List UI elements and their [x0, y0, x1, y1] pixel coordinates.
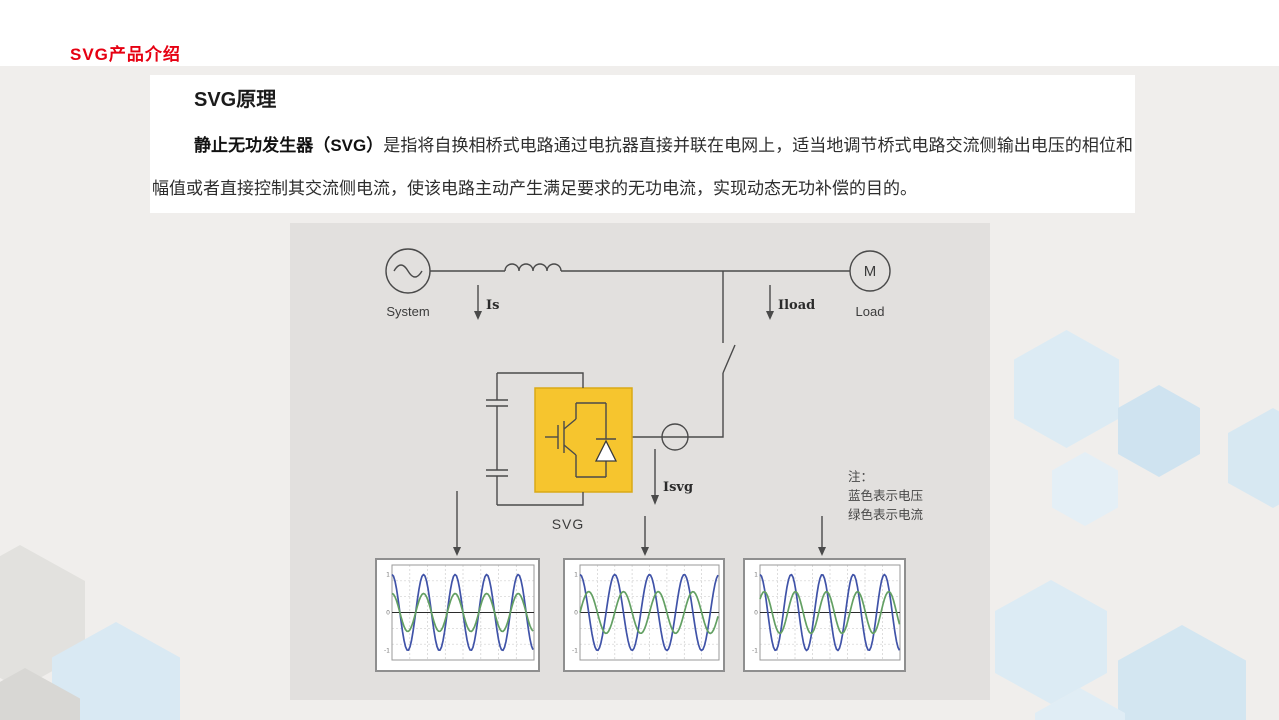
plot-pointer-arrow-3 — [818, 516, 826, 556]
svg-text:0: 0 — [386, 610, 390, 617]
switch-icon — [632, 271, 736, 438]
note-voltage-line: 蓝色表示电压 — [848, 488, 923, 503]
inductor-icon — [504, 263, 562, 272]
source-symbol — [385, 248, 431, 294]
hexagon-decoration — [995, 580, 1107, 704]
body-paragraph-text: 是指将自换相桥式电路通过电抗器直接并联在电网上，适当地调节桥式电路交流侧输出电压… — [152, 136, 1133, 198]
current-arrow-iload — [766, 285, 774, 320]
plot-pointer-arrow-1 — [453, 491, 461, 556]
hexagon-decoration — [1228, 408, 1279, 508]
hexagon-decoration — [1118, 385, 1200, 477]
system-label: System — [386, 304, 429, 319]
current-arrow-is — [474, 285, 482, 320]
svg-text:-1: -1 — [384, 648, 390, 655]
svg-text:-1: -1 — [572, 648, 578, 655]
waveform-plot-svg: 1 0 -1 — [563, 558, 725, 672]
isvg-label: Isvg — [663, 480, 693, 495]
load-label: Load — [856, 304, 885, 319]
body-paragraph-bold: 静止无功发生器（SVG） — [194, 136, 384, 155]
plot-pointer-arrow-2 — [641, 516, 649, 556]
iload-label: Iload — [778, 298, 815, 313]
bus-line — [430, 263, 850, 272]
slide-header-label: SVG产品介绍 — [70, 45, 181, 64]
svg-text:1: 1 — [386, 572, 390, 579]
current-arrow-isvg — [651, 449, 659, 505]
svg-text:-1: -1 — [752, 648, 758, 655]
motor-symbol — [849, 250, 891, 292]
section-title: SVG原理 — [194, 89, 277, 111]
svg-text:0: 0 — [574, 610, 578, 617]
ct-sensor-icon — [661, 423, 689, 451]
hexagon-decoration — [1118, 625, 1246, 720]
hexagon-decoration — [1014, 330, 1119, 448]
top-strip: SVG产品介绍 — [0, 0, 1279, 66]
circuit-diagram: System Is Iload M — [385, 248, 924, 556]
hexagon-decoration — [1052, 452, 1118, 526]
circuit-diagram-panel: System Is Iload M — [290, 223, 990, 700]
svg-text:1: 1 — [574, 572, 578, 579]
svg-text:0: 0 — [754, 610, 758, 617]
waveform-plot-system: 1 0 -1 — [375, 558, 540, 672]
is-label: Is — [486, 298, 499, 313]
content-panel: SVG原理 静止无功发生器（SVG）是指将自换相桥式电路通过电抗器直接并联在电网… — [150, 75, 1135, 213]
waveform-plot-load: 1 0 -1 — [743, 558, 906, 672]
note-title: 注： — [848, 469, 873, 484]
svg-box-label: SVG — [552, 516, 585, 532]
note-current-line: 绿色表示电流 — [848, 507, 924, 522]
svg-text:1: 1 — [754, 572, 758, 579]
body-paragraph: 静止无功发生器（SVG）是指将自换相桥式电路通过电抗器直接并联在电网上，适当地调… — [152, 124, 1133, 210]
motor-letter: M — [864, 263, 877, 280]
dc-capacitor-icon — [486, 372, 584, 506]
svg-converter-icon — [534, 387, 633, 493]
